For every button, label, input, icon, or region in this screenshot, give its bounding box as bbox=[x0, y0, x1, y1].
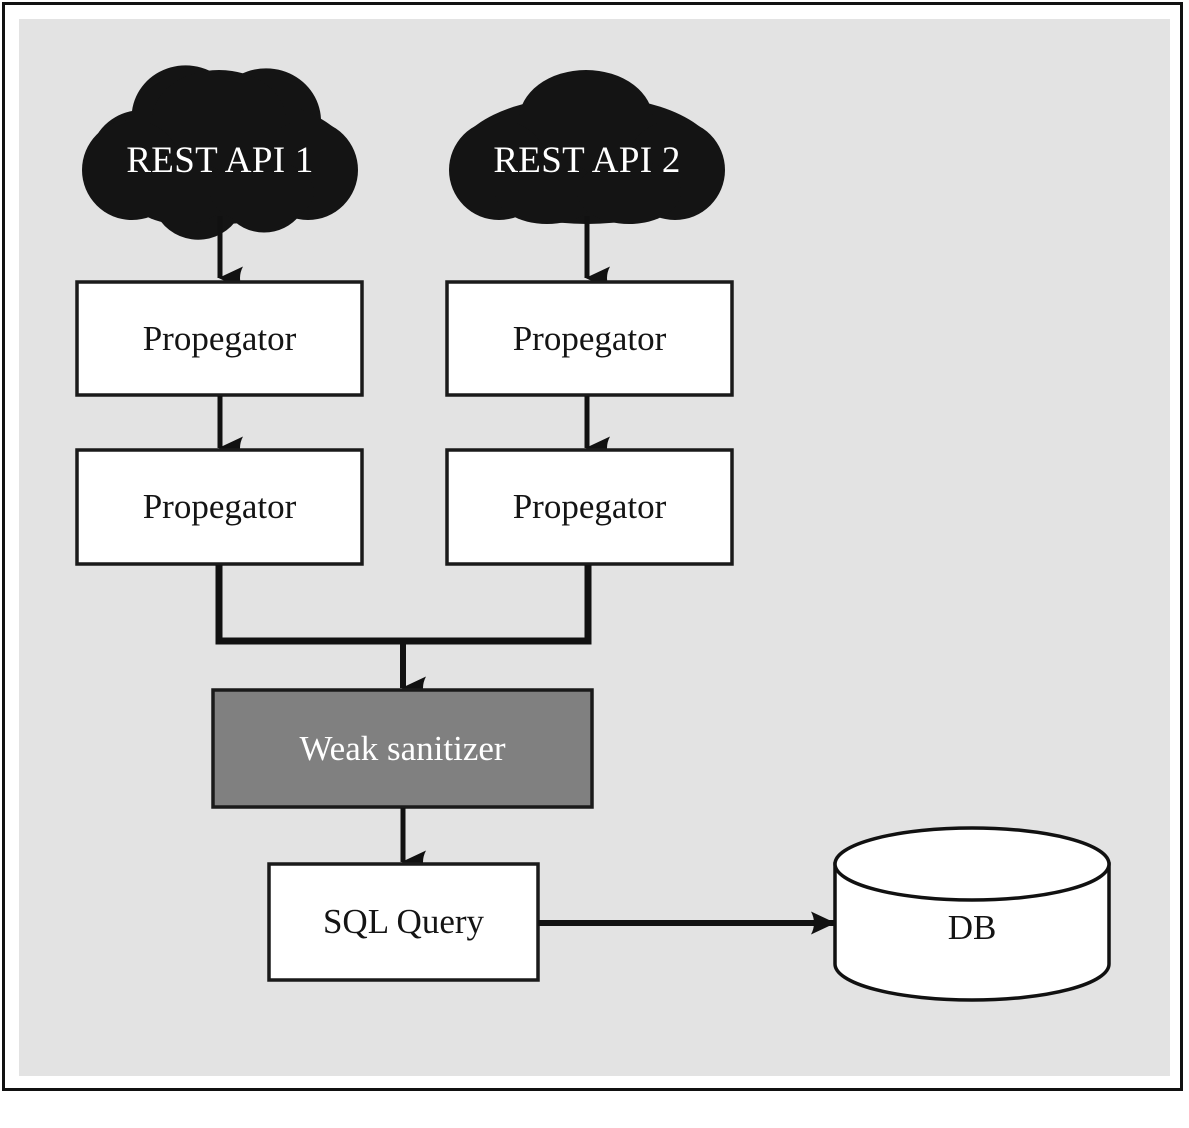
cloud-lobe-top-1 bbox=[152, 70, 286, 170]
node-weak-sanitizer[interactable] bbox=[211, 688, 594, 809]
cloud-lobe-br-2 bbox=[577, 160, 681, 224]
cylinder-body bbox=[833, 862, 1111, 1002]
node-db[interactable] bbox=[833, 826, 1111, 1002]
cloud-lobe-bl-2 bbox=[495, 160, 599, 224]
node-sql-query[interactable] bbox=[267, 862, 540, 982]
node-rest-api-2[interactable] bbox=[449, 70, 725, 224]
node-propegator-1[interactable] bbox=[75, 280, 364, 397]
cloud-lobe-bl-1 bbox=[128, 160, 232, 224]
edge-merge-connector bbox=[215, 565, 592, 645]
node-propegator-4[interactable] bbox=[445, 448, 734, 566]
cylinder-top-ellipse bbox=[833, 826, 1111, 902]
cloud-lobe-top-2 bbox=[519, 70, 653, 170]
node-propegator-2[interactable] bbox=[75, 448, 364, 566]
node-propegator-3[interactable] bbox=[445, 280, 734, 397]
node-rest-api-1[interactable] bbox=[82, 65, 358, 240]
cloud-lobe-br-1 bbox=[210, 160, 314, 224]
